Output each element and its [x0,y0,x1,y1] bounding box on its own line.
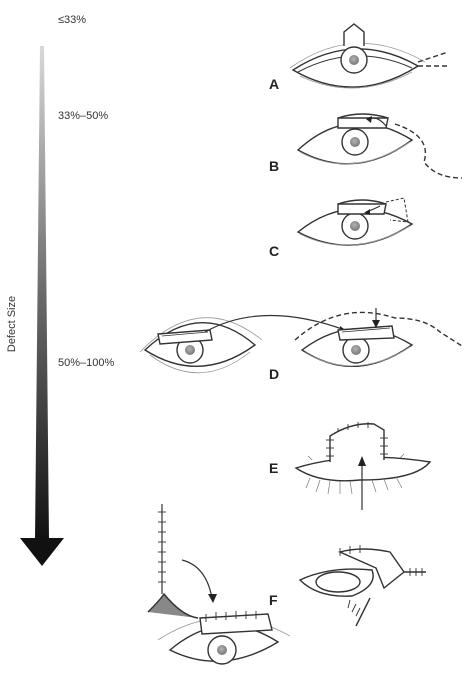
panel-b-illustration [298,114,462,178]
panel-letter-b: B [269,158,279,174]
defect-size-arrow [20,46,64,566]
level-label-large: 50%–100% [58,357,114,369]
panel-e-illustration [296,422,430,510]
panel-letter-f: F [269,592,278,608]
panel-letter-d: D [269,366,279,382]
panel-letter-e: E [269,460,278,476]
panel-f-right-illustration [300,545,426,626]
level-label-small: ≤33% [58,14,86,26]
panel-letter-c: C [269,243,279,259]
axis-title: Defect Size [6,294,18,354]
panel-c-illustration [298,198,412,245]
panel-a-illustration [290,24,450,88]
panel-letter-a: A [269,76,279,92]
panel-d-illustration [140,308,462,373]
level-label-medium: 33%–50% [58,110,108,122]
panel-f-bottom-illustration [148,504,290,664]
